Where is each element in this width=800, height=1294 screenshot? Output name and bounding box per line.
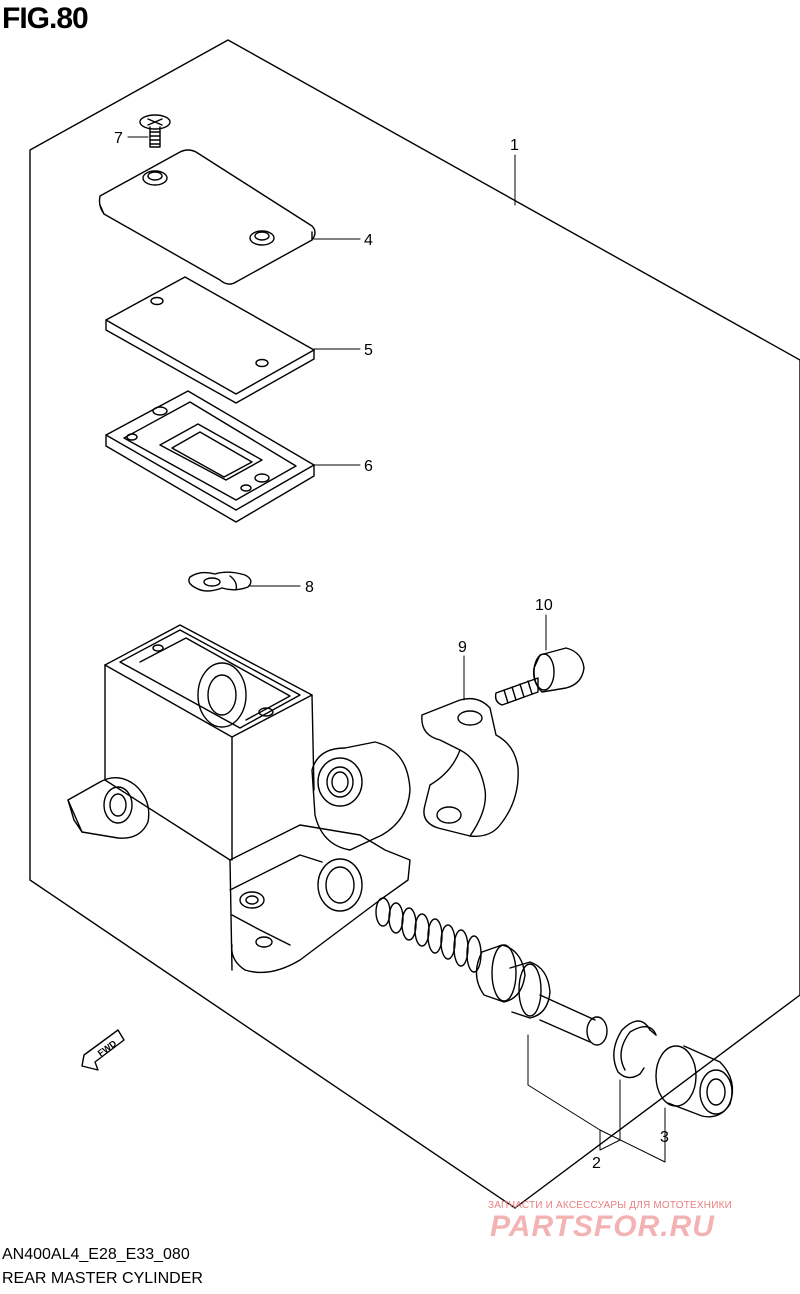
- callout-4: 4: [364, 232, 373, 249]
- part-10-bolt: [494, 647, 585, 706]
- model-code: AN400AL4_E28_E33_080: [2, 1246, 190, 1263]
- callout-labels: 1 7 4 5 6 8 10 9 3 2: [114, 130, 669, 1172]
- callout-6: 6: [364, 458, 373, 475]
- callout-3: 3: [660, 1129, 669, 1146]
- figure-title: FIG.80: [2, 2, 89, 35]
- callout-2: 2: [592, 1155, 601, 1172]
- callout-1: 1: [510, 137, 519, 154]
- part-4-reservoir-cap: [98, 149, 316, 285]
- diagram-caption: REAR MASTER CYLINDER: [2, 1270, 203, 1287]
- part-3-boot: [655, 1045, 734, 1118]
- part-2-circlip: [613, 1020, 657, 1079]
- part-7-screw: [139, 114, 171, 148]
- callout-9: 9: [458, 639, 467, 656]
- callout-10: 10: [535, 597, 553, 614]
- master-cylinder-body: [67, 624, 411, 974]
- watermark-brand: PARTSFOR.RU: [490, 1210, 715, 1243]
- leader-lines: [127, 136, 666, 1163]
- part-5-plate: [105, 276, 315, 404]
- callout-8: 8: [305, 579, 314, 596]
- callout-7: 7: [114, 130, 123, 147]
- assembly-outline: [29, 39, 800, 1209]
- watermark-tagline: ЗАПЧАСТИ И АКСЕССУАРЫ ДЛЯ МОТОТЕХНИКИ: [488, 1200, 733, 1211]
- part-8-clip: [188, 571, 252, 592]
- part-2-spring: [375, 897, 482, 973]
- part-9-clamp: [421, 697, 519, 837]
- fwd-arrow-icon: [81, 1029, 125, 1071]
- part-2-piston-kit: [475, 944, 608, 1046]
- callout-5: 5: [364, 342, 373, 359]
- part-6-diaphragm: [105, 390, 315, 523]
